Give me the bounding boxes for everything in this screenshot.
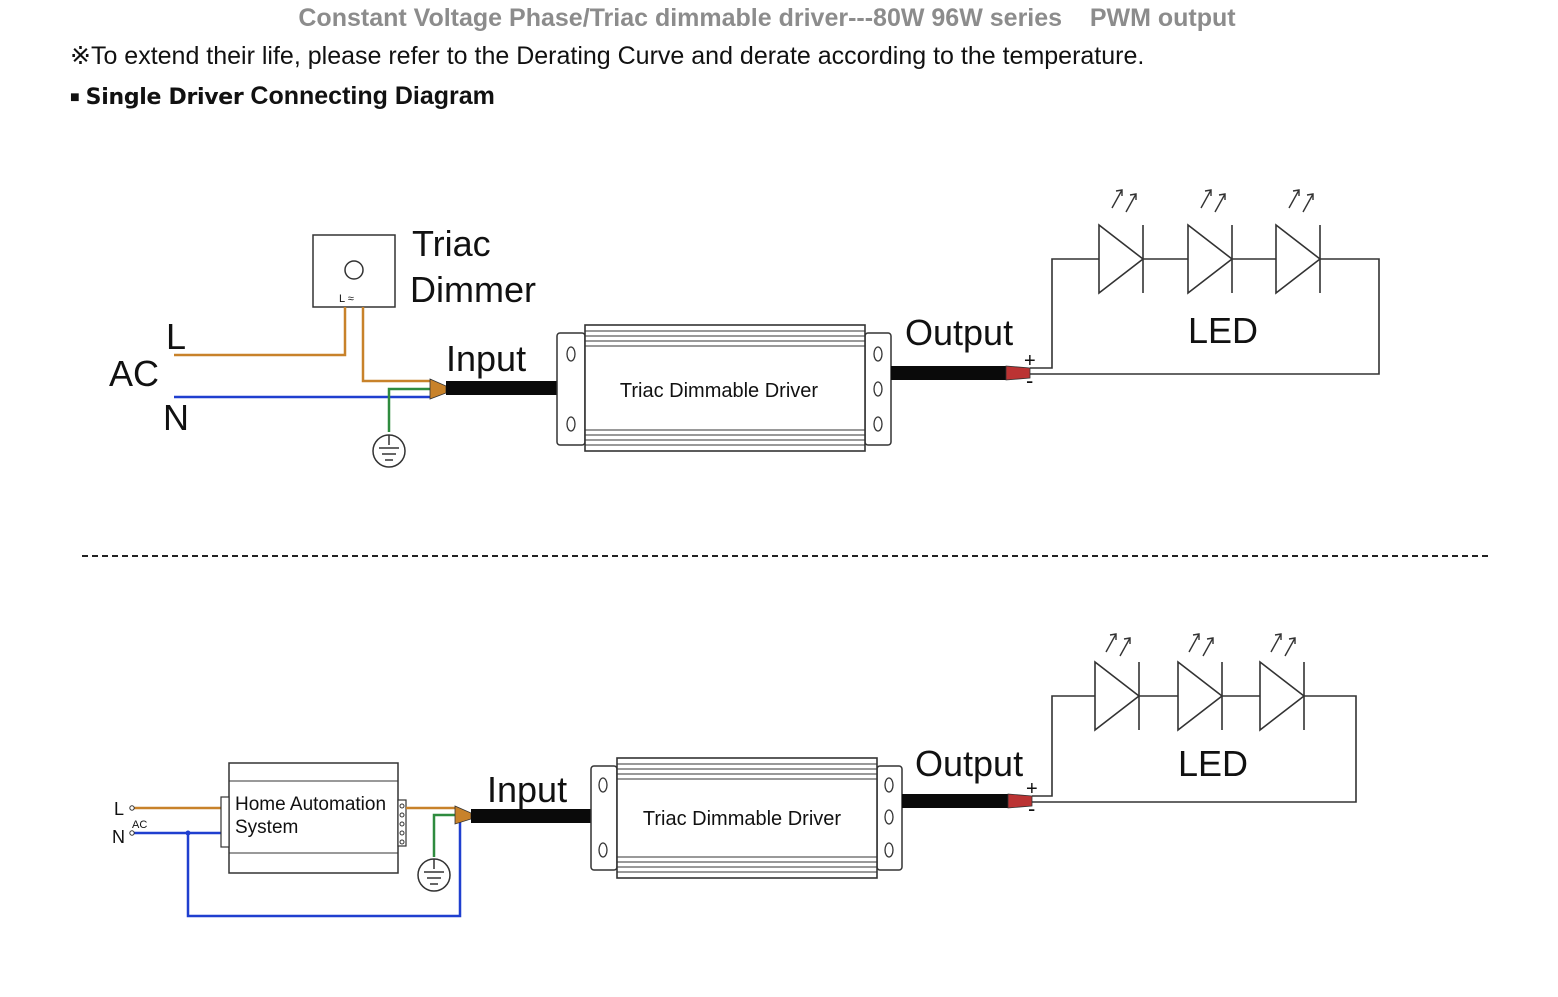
ac-label: AC [132, 819, 147, 831]
plus-sign: + [1026, 778, 1038, 800]
driver-label: Triac Dimmable Driver [620, 380, 819, 402]
ground-wire [387, 387, 430, 432]
driver-label: Triac Dimmable Driver [643, 808, 842, 830]
section-heading: ■ Single Driver Connecting Diagram [70, 82, 495, 111]
section-divider [82, 555, 1488, 557]
input-cable [471, 809, 592, 823]
output-label: Output [905, 312, 1013, 353]
output-cable [902, 794, 1008, 808]
light-emission-icon [1111, 189, 1137, 213]
led-label: LED [1188, 310, 1258, 351]
input-label: Input [487, 769, 567, 810]
light-emission-icon [1270, 633, 1296, 657]
plus-sign: + [1024, 350, 1036, 372]
derating-note: ※To extend their life, please refer to t… [70, 42, 1145, 70]
minus-sign: - [1028, 796, 1035, 821]
dimmer-label-triac: Triac [412, 223, 491, 264]
ac-label: AC [109, 353, 159, 394]
home-automation-box [220, 762, 407, 874]
wire-connector-icon [429, 378, 447, 400]
output-connector-icon [1005, 365, 1031, 381]
dimmer-terminals: L ≈ [339, 293, 354, 305]
dimmer-knob-icon [344, 260, 364, 280]
neutral-label: N [112, 827, 125, 847]
live-wire [174, 307, 347, 357]
light-emission-icon [1200, 189, 1226, 213]
ground-wire [432, 813, 455, 857]
home-automation-label: Home Automation [235, 794, 386, 815]
input-cable [446, 381, 558, 395]
driver-housing [556, 324, 892, 452]
led-label: LED [1178, 743, 1248, 784]
dimmed-live-wire [361, 307, 430, 383]
output-connector-icon [1007, 793, 1033, 809]
home-automation-label-2: System [235, 817, 298, 838]
diagram-home-automation: L AC N Home Automation System Input [112, 633, 1357, 918]
triac-dimmer-box [312, 234, 396, 308]
neutral-label: N [163, 397, 189, 438]
ground-icon [372, 434, 406, 468]
wire-connector-icon [454, 805, 472, 825]
output-label: Output [915, 743, 1023, 784]
neutral-return-wire [186, 820, 462, 918]
output-cable [891, 366, 1006, 380]
light-emission-icon [1105, 633, 1131, 657]
section-heading-suffix: Connecting Diagram [250, 82, 495, 110]
page-title: Constant Voltage Phase/Triac dimmable dr… [298, 4, 1236, 32]
dimmer-label-dimmer: Dimmer [410, 269, 536, 310]
driver-housing [590, 757, 903, 879]
minus-sign: - [1026, 368, 1033, 393]
input-label: Input [446, 338, 526, 379]
diagram-triac-dimmer: L ≈ Triac Dimmer L AC N Input [109, 189, 1380, 468]
light-emission-icon [1288, 189, 1314, 213]
bullet-icon: ■ [70, 89, 80, 106]
light-emission-icon [1188, 633, 1214, 657]
ground-icon [417, 858, 451, 892]
live-label: L [114, 799, 124, 819]
live-label: L [166, 316, 186, 357]
section-heading-prefix: Single Driver [85, 85, 244, 110]
